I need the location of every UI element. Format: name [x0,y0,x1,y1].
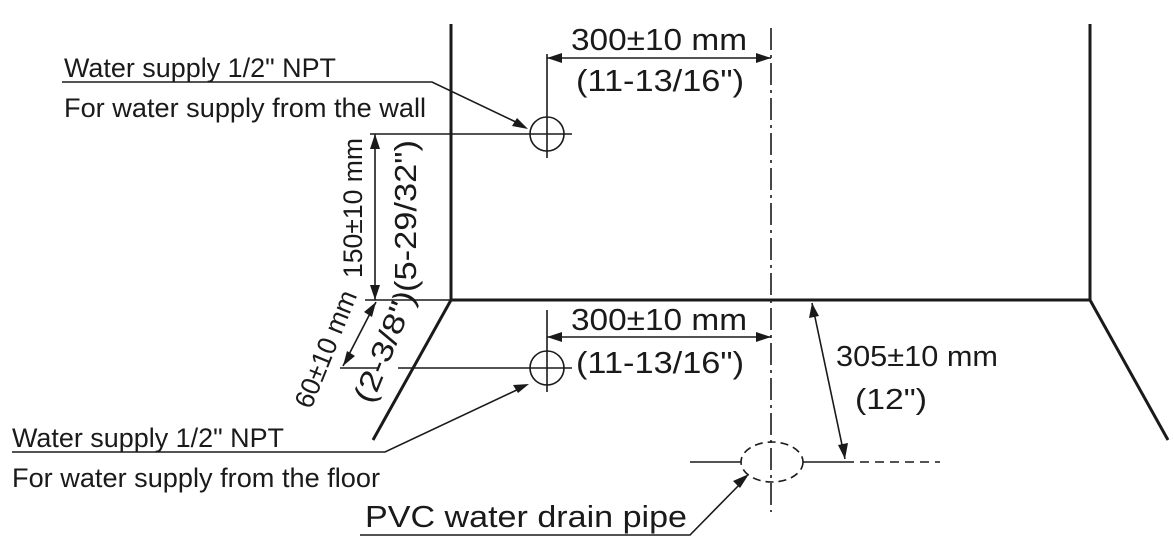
floor-right-edge [1088,299,1170,441]
top-dimension-in: (11-13/16") [576,63,744,98]
wall-supply-description: For water supply from the wall [64,93,426,123]
floor-depth-dimension [340,301,378,369]
bottom-horizontal-dimension [547,332,771,342]
drain-pipe [360,441,940,536]
drain-pipe-label: PVC water drain pipe [365,499,687,534]
top-dimension-mm: 300±10 mm [571,22,747,57]
floor-water-supply [12,310,572,453]
vertical-dimension-mm: 150±10 mm [338,138,368,278]
wall-supply-title: Water supply 1/2" NPT [64,53,336,83]
drain-depth-dimension [809,302,848,460]
drain-depth-mm: 305±10 mm [836,341,998,373]
wall-supply-leader [62,81,521,125]
floor-supply-description: For water supply from the floor [12,463,380,493]
bottom-dimension-mm: 300±10 mm [571,302,747,337]
drain-leader [360,479,745,536]
floor-left-edge [371,299,453,441]
drain-depth-in: (12") [855,384,927,416]
vertical-dimension-in: (5-29/32") [388,140,423,292]
top-horizontal-dimension [547,53,771,63]
drain-pipe-ellipse [740,441,804,483]
vertical-dimension [365,134,451,301]
bottom-dimension-in: (11-13/16") [576,345,744,380]
floor-supply-leader [12,387,522,453]
floor-supply-title: Water supply 1/2" NPT [12,423,284,453]
wall-water-supply [62,54,572,158]
